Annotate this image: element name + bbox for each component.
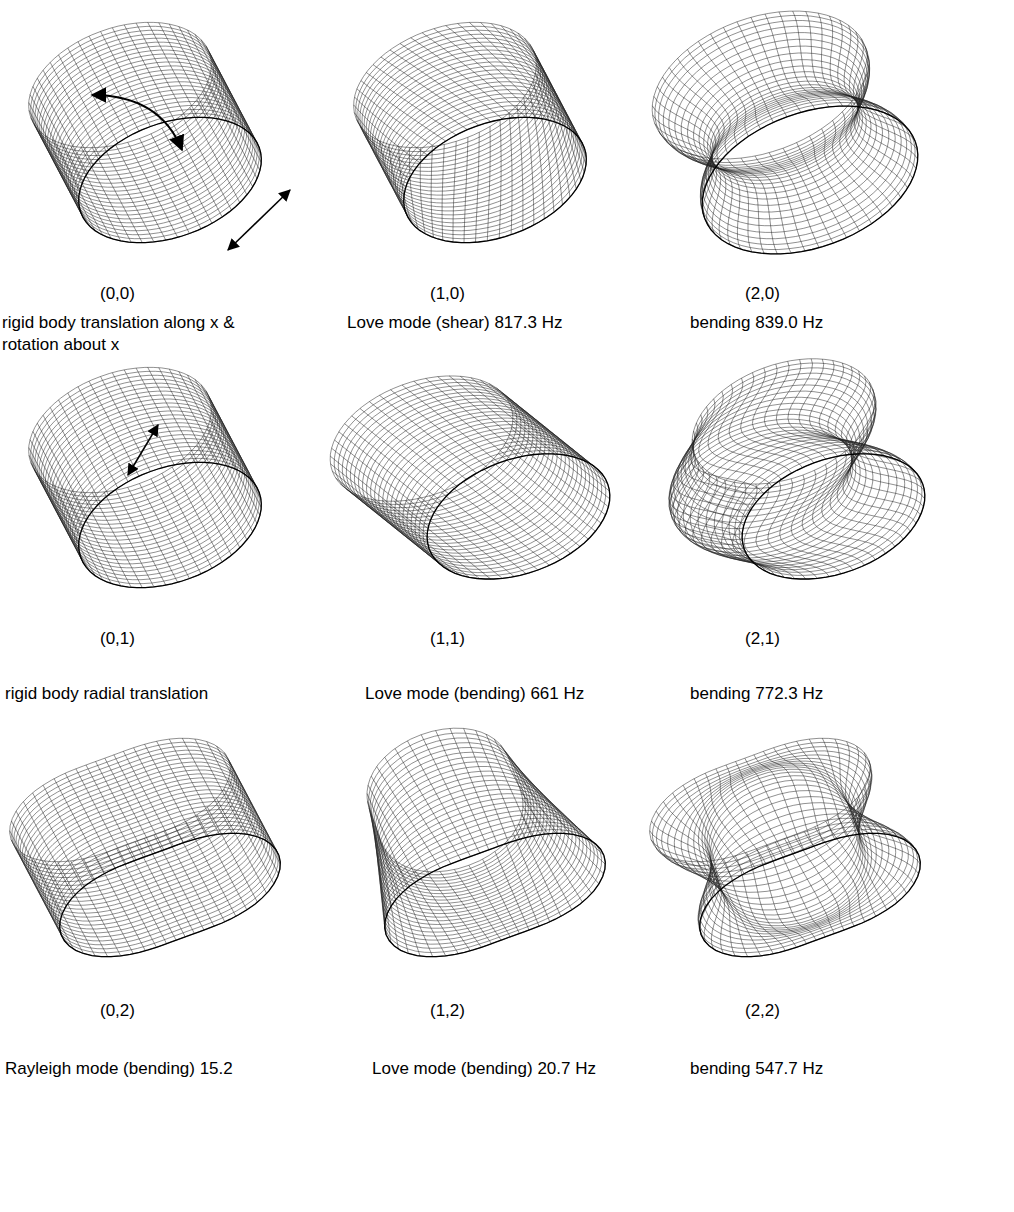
mode-index: (1,0): [430, 283, 465, 305]
wireframe-mesh: [29, 22, 262, 242]
cylinder-rim: [404, 117, 587, 242]
cylinder-rim: [79, 117, 262, 242]
wireframe-mesh: [650, 738, 921, 957]
cylinder-mode-shape: [0, 0, 300, 280]
cylinder-mode-shape: [640, 715, 940, 995]
translation-arrow: [128, 425, 158, 475]
mode-index: (0,2): [100, 1000, 135, 1022]
cylinder-mode-shape: [325, 715, 625, 995]
cylinder-mode-shape: [325, 345, 625, 625]
cylinder-mode-shape: [640, 0, 940, 280]
mode-description: Rayleigh mode (bending) 15.2: [5, 1058, 233, 1080]
wireframe-mesh: [367, 728, 605, 957]
cylinder-rim: [385, 833, 606, 956]
rotation-arrow: [92, 95, 182, 150]
wireframe-mesh: [330, 376, 610, 579]
wireframe-mesh: [10, 738, 281, 957]
cylinder-mode-shape: [0, 715, 300, 995]
mode-description: rigid body translation along x & rotatio…: [2, 312, 252, 356]
mode-index: (2,2): [745, 1000, 780, 1022]
mode-description: bending 839.0 Hz: [690, 312, 823, 334]
wireframe-mesh: [669, 359, 925, 579]
mode-description: Love mode (bending) 661 Hz: [365, 683, 584, 705]
cylinder-mode-shape: [640, 345, 940, 625]
cylinder-rim: [427, 454, 610, 579]
mode-description: rigid body radial translation: [5, 683, 208, 705]
cylinder-rim: [60, 833, 281, 956]
mode-description: bending 547.7 Hz: [690, 1058, 823, 1080]
mode-description: Love mode (shear) 817.3 Hz: [347, 312, 562, 334]
wireframe-mesh: [354, 22, 587, 242]
mode-index: (0,0): [100, 283, 135, 305]
mode-description: Love mode (bending) 20.7 Hz: [372, 1058, 596, 1080]
mode-index: (1,2): [430, 1000, 465, 1022]
cylinder-mode-shape: [0, 345, 300, 625]
cylinder-mode-shape: [325, 0, 625, 280]
mode-index: (0,1): [100, 628, 135, 650]
cylinder-rim: [742, 454, 925, 579]
mode-index: (1,1): [430, 628, 465, 650]
mode-description: bending 772.3 Hz: [690, 683, 823, 705]
wireframe-mesh: [652, 11, 918, 254]
translation-arrow: [228, 190, 290, 250]
mode-index: (2,1): [745, 628, 780, 650]
cylinder-rim: [702, 106, 918, 254]
cylinder-rim: [700, 833, 921, 956]
wireframe-mesh: [29, 367, 262, 587]
cylinder-rim: [79, 462, 262, 587]
mode-index: (2,0): [745, 283, 780, 305]
